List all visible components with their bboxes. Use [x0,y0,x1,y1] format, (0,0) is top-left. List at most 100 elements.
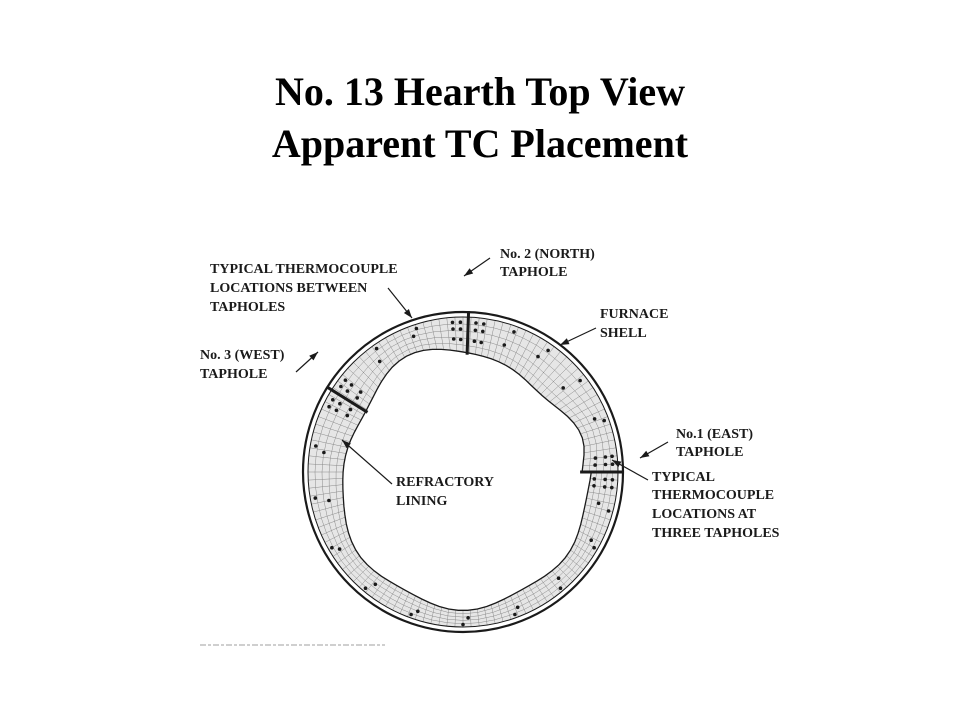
brick-radial-line [359,570,375,588]
thermocouple-dot [589,538,593,542]
thermocouple-dot [374,346,379,351]
brick-radial-line [385,585,398,607]
east-taphole-line-2: TAPHOLE [676,445,743,460]
brick-radial-line [308,463,344,466]
refractory-lining-leader [341,439,393,485]
west-taphole-line-1: No. 3 (WEST) [200,348,285,363]
brick-radial-line [475,317,480,355]
brick-radial-line [371,346,390,371]
brick-radial-line [359,356,382,382]
brick-radial-line [308,455,345,460]
thermocouple-dot [314,444,318,448]
brick-radial-line [559,387,594,410]
brick-radial-line [523,341,548,379]
typical-between-line-1: TYPICAL THERMOCOUPLE [210,262,398,277]
typical-three-line-3: LOCATIONS AT [652,507,757,522]
thermocouple-dot [536,354,540,359]
brick-radial-line [509,330,527,368]
slide-title: No. 13 Hearth Top View Apparent TC Place… [0,66,960,170]
brick-course-line [328,336,603,618]
brick-radial-line [582,517,608,528]
brick-radial-line [324,530,349,543]
thermocouple-dot [546,348,550,353]
thermocouple-dot [610,478,615,482]
brick-radial-line [430,604,436,624]
brick-radial-line [578,530,602,543]
brick-radial-line [557,566,573,582]
brick-radial-line [540,578,555,598]
brick-radial-line [504,598,512,620]
label-refractory-lining: REFRACTORY LINING [396,475,494,509]
thermocouple-dot [479,340,484,345]
brick-radial-line [407,327,418,352]
thermocouple-dot [558,586,563,590]
thermocouple-dot [596,501,601,506]
brick-radial-line [510,595,519,617]
brick-radial-line [318,416,356,431]
thermocouple-dot [592,477,597,481]
brick-radial-line [586,497,615,505]
north-taphole-bar [465,311,471,355]
typical-three-line-1: TYPICAL [652,470,715,485]
brick-radial-line [347,561,365,576]
furnace-shell-leader-arrowhead [560,338,570,345]
brick-radial-line [584,447,617,454]
refractory-lining-leader-arrowhead [342,440,351,449]
thermocouple-dot [458,327,463,331]
thermocouple-dot [458,320,463,325]
brick-radial-line [492,322,504,360]
brick-radial-line [422,602,429,622]
thermocouple-dot [603,455,608,459]
thermocouple-dot [334,408,339,413]
label-north-taphole: No. 2 (NORTH) TAPHOLE [500,247,595,280]
thermocouple-dot [593,456,598,460]
thermocouple-dot [602,485,607,489]
thermocouple-dot [592,545,596,550]
thermocouple-dot [339,384,343,389]
typical-between-line-3: TAPHOLES [210,300,285,315]
brick-radial-line [484,607,488,626]
thermocouple-dot [450,320,455,325]
thermocouple-dot [603,477,607,482]
brick-radial-line [392,333,405,358]
brick-radial-line [446,608,449,627]
brick-radial-line [342,555,360,570]
thermocouple-dot [472,339,477,344]
thermocouple-dot [411,334,416,339]
typical-three-line-2: THERMOCOUPLE [652,488,774,503]
brick-radial-line [573,408,605,424]
thermocouple-dot [327,404,331,409]
brick-radial-line [353,362,379,388]
thermocouple-dot [515,605,520,610]
brick-radial-line [337,549,356,564]
brick-radial-line [516,592,527,614]
thermocouple-dot [358,390,363,394]
label-typical-between: TYPICAL THERMOCOUPLE LOCATIONS BETWEEN T… [210,262,398,315]
thermocouple-dot [409,612,413,617]
thermocouple-dot [338,401,342,406]
brick-radial-line [332,387,367,410]
thermocouple-dot [482,322,486,326]
brick-radial-line [407,595,416,617]
thermocouple-dot [578,378,582,383]
brick-radial-line [532,351,561,387]
inner-wear-line [342,348,593,611]
west-taphole-line-2: TAPHOLE [200,367,267,382]
thermocouple-dot [451,327,455,331]
brick-radial-line [522,589,534,611]
brick-radial-line [580,423,611,435]
west-taphole-bar [325,385,369,414]
furnace-shell-line-1: FURNACE [600,307,668,322]
thermocouple-dot [603,462,608,467]
brick-radial-line [414,598,422,620]
brick-radial-line [497,602,504,622]
brick-radial-line [365,574,380,593]
brick-radial-line [309,447,347,454]
north-taphole-line-1: No. 2 (NORTH) [500,247,595,262]
brick-radial-line [583,439,615,447]
brick-radial-line [534,582,548,603]
brick-radial-line [378,582,392,603]
brick-radial-line [313,503,344,513]
brick-radial-line [577,416,608,429]
